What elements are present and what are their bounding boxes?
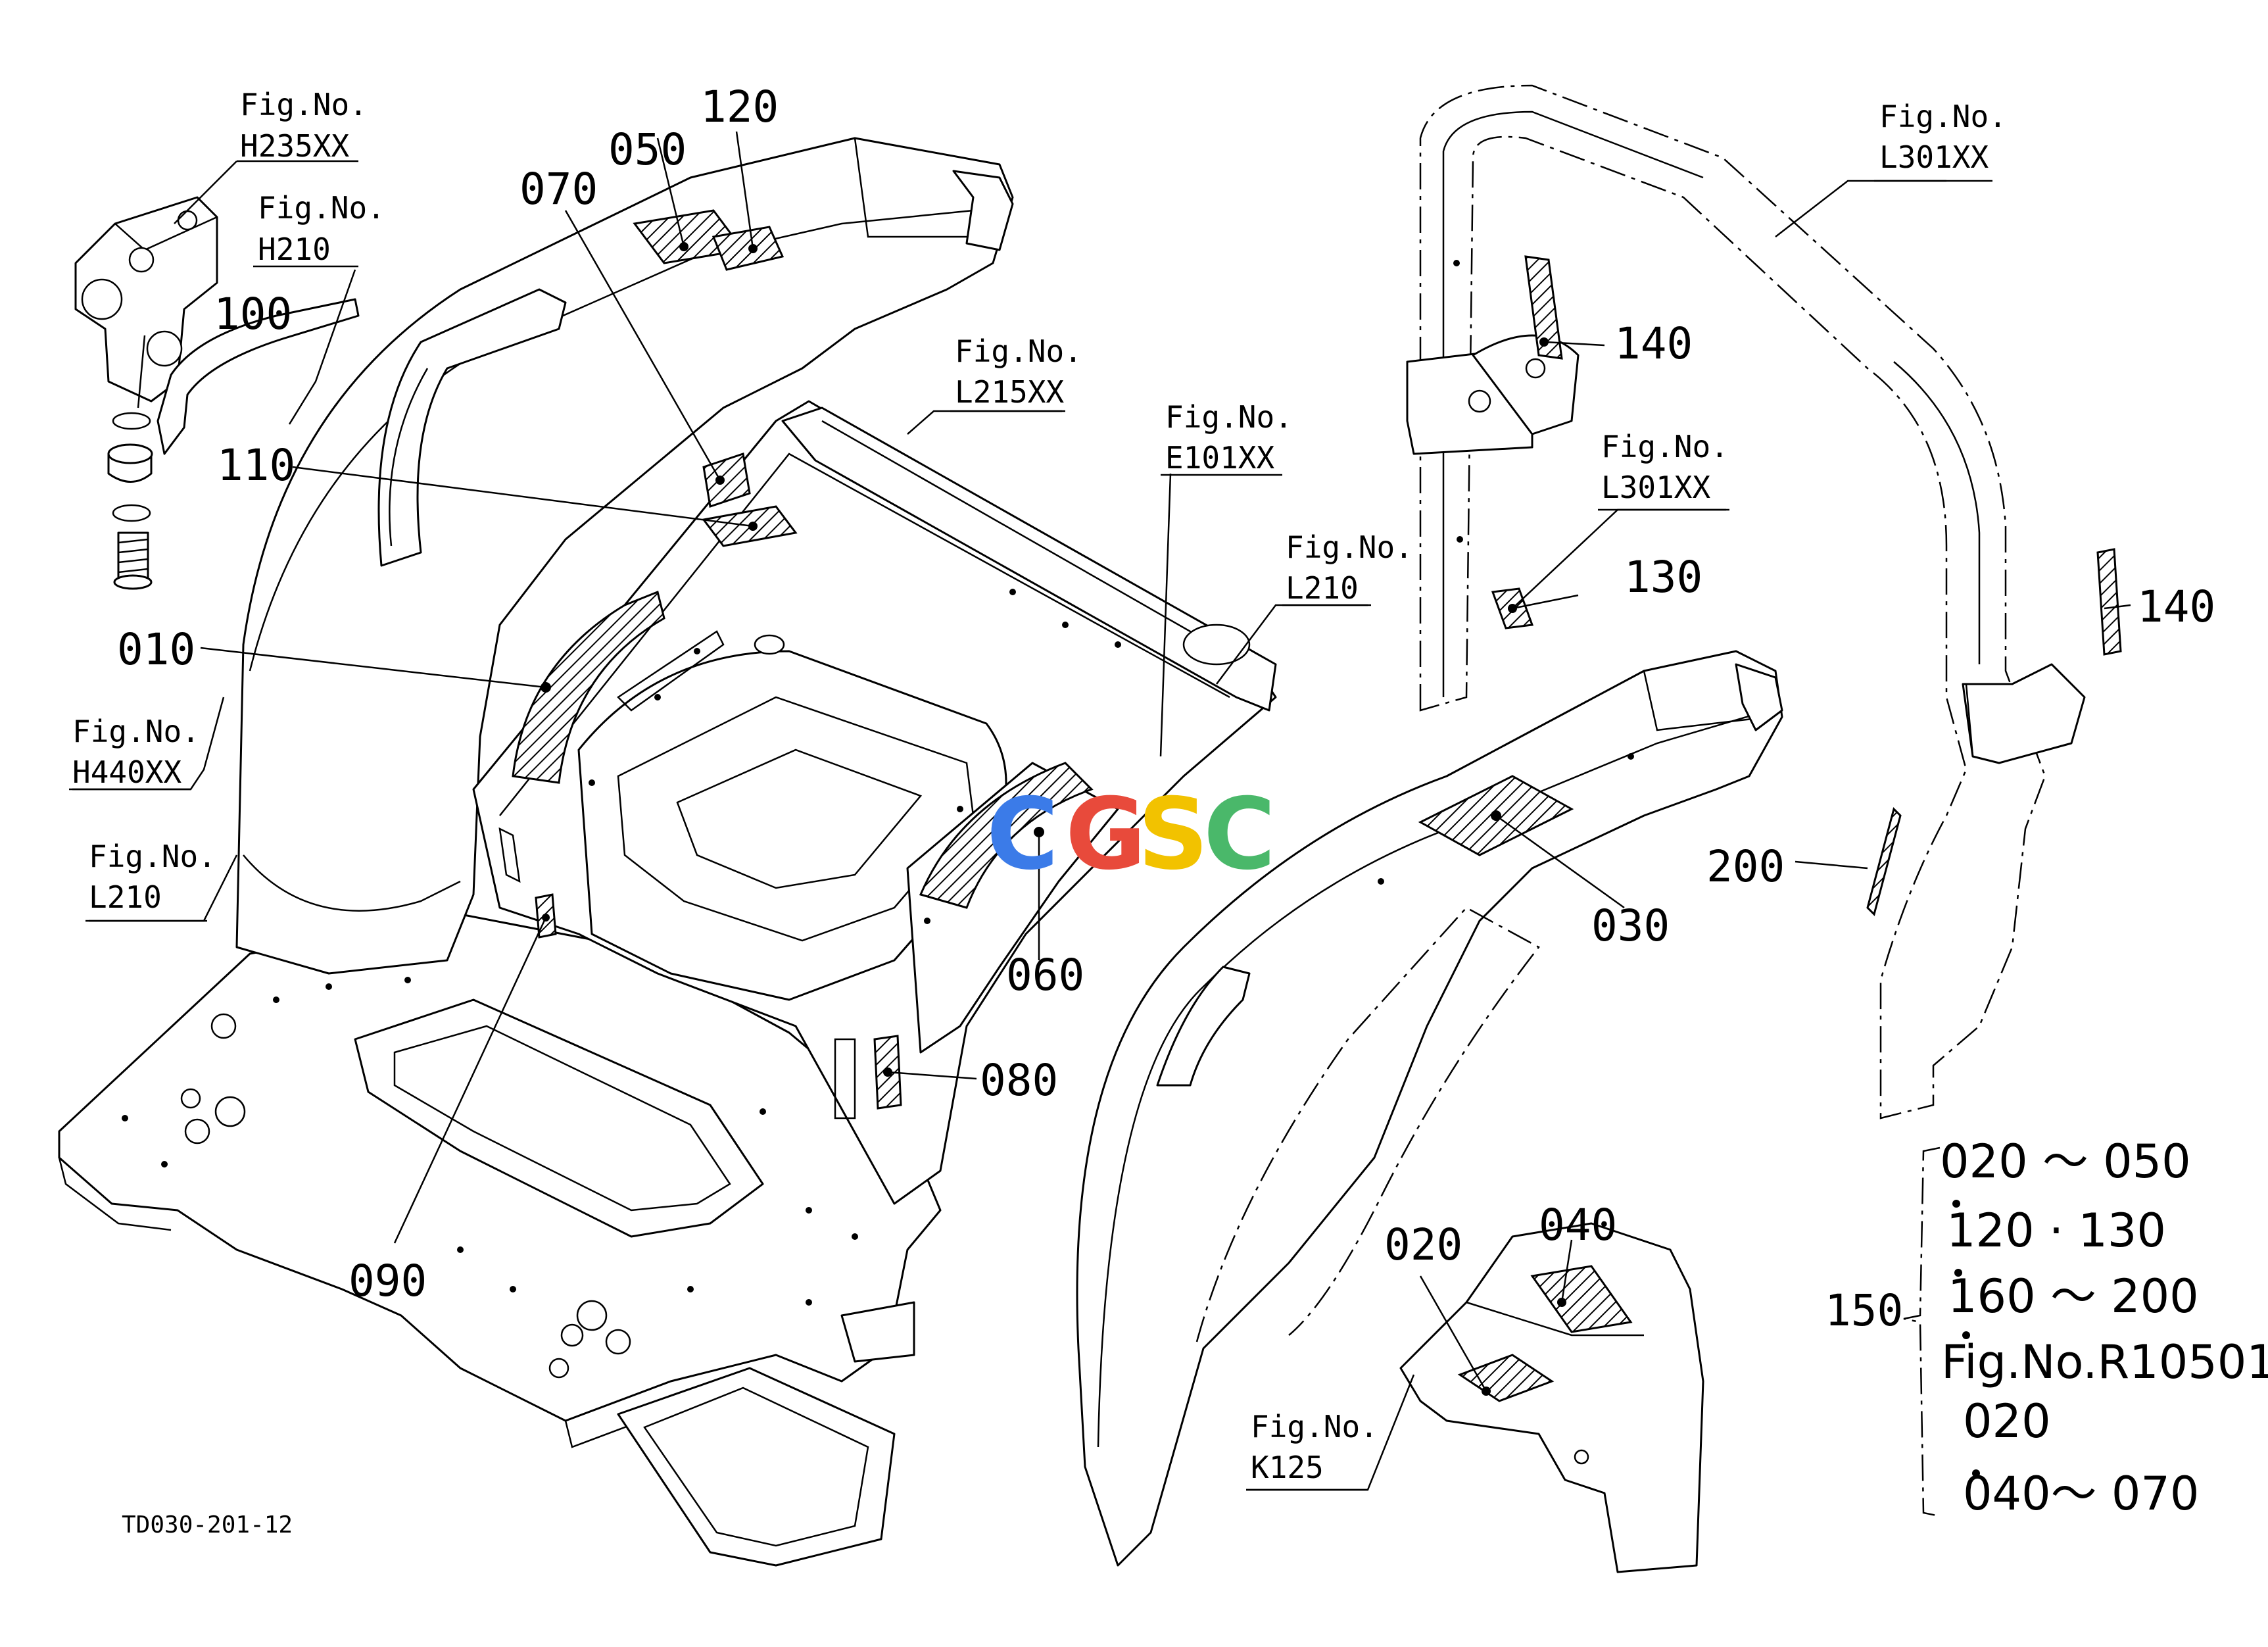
callout-140-upper: 140: [1614, 318, 1693, 369]
step-decals-left: [512, 453, 1094, 1110]
callout-070: 070: [519, 164, 598, 214]
svg-text:Fig.No.: Fig.No.: [72, 714, 200, 749]
fig-ref-l210-left: Fig.No. L210: [85, 839, 216, 922]
svg-text:H210: H210: [258, 232, 331, 267]
fig-ref-e101xx: Fig.No. E101XX: [1161, 399, 1293, 476]
callout-150: 150: [1825, 1285, 1903, 1336]
svg-text:E101XX: E101XX: [1165, 440, 1274, 476]
callout-090: 090: [349, 1256, 427, 1306]
svg-text:L210: L210: [1286, 570, 1359, 606]
callout-060: 060: [1006, 950, 1084, 1000]
watermark-letter-1: C: [986, 777, 1059, 892]
callout-labels: 010 020 030 040 050 060 070 080 090 100 …: [117, 82, 2215, 1336]
fig-ref-h210: Fig.No. H210: [253, 190, 385, 268]
fig-ref-l210-right: Fig.No. L210: [1282, 529, 1413, 606]
left-fender: [235, 137, 1014, 975]
callout-140-lower: 140: [2137, 581, 2215, 632]
callout-010: 010: [117, 624, 195, 675]
svg-text:H235XX: H235XX: [240, 128, 349, 164]
svg-text:L215XX: L215XX: [955, 374, 1064, 410]
set-note-line-1: 020 ～ 050: [1940, 1135, 2191, 1189]
fig-ref-l301xx-upper: Fig.No. L301XX: [1874, 99, 2007, 182]
callout-020: 020: [1384, 1219, 1462, 1270]
callout-050: 050: [608, 124, 687, 175]
svg-text:Fig.No.: Fig.No.: [258, 190, 385, 226]
set-note-line-5: 020: [1963, 1394, 2051, 1448]
callout-030: 030: [1591, 900, 1670, 951]
decal-070: [702, 453, 751, 508]
set-note-line-6: 040～ 070: [1963, 1467, 2199, 1521]
decal-200: [1866, 807, 1902, 916]
callout-080: 080: [980, 1055, 1058, 1106]
callout-200: 200: [1706, 841, 1785, 892]
svg-text:L301XX: L301XX: [1601, 470, 1710, 505]
fig-ref-l215xx: Fig.No. L215XX: [950, 333, 1082, 412]
watermark: C G S C: [986, 777, 1276, 892]
set-note-bracket: [1903, 1146, 1941, 1517]
decal-040: [1530, 1265, 1633, 1333]
set-note-line-3: 160 ～ 200: [1948, 1269, 2199, 1323]
callout-110: 110: [217, 440, 295, 491]
callout-100: 100: [214, 289, 292, 339]
drawing-id: TD030-201-12: [122, 1512, 293, 1538]
svg-text:Fig.No.: Fig.No.: [1286, 529, 1413, 565]
watermark-letter-4: C: [1203, 777, 1276, 892]
svg-text:Fig.No.: Fig.No.: [1165, 399, 1293, 435]
decal-010: [512, 590, 665, 784]
callout-120: 120: [700, 82, 779, 132]
watermark-letter-2: G: [1065, 777, 1146, 892]
svg-text:Fig.No.: Fig.No.: [955, 333, 1082, 369]
svg-text:Fig.No.: Fig.No.: [1251, 1409, 1378, 1444]
callout-130: 130: [1624, 552, 1702, 602]
fig-ref-h235xx: Fig.No. H235XX: [237, 87, 368, 164]
svg-text:Fig.No.: Fig.No.: [1601, 429, 1729, 464]
decal-140a: [1524, 255, 1563, 360]
step-box: [1399, 1222, 1704, 1573]
fig-references: Fig.No. H235XX Fig.No. H210 Fig.No. L215…: [69, 87, 2007, 1491]
center-frame: [472, 400, 1277, 1205]
set-note: 020 ～ 050 120 · 130 160 ～ 200 Fig.No.R10…: [1940, 1135, 2268, 1521]
svg-text:L210: L210: [89, 879, 162, 915]
svg-text:L301XX: L301XX: [1879, 139, 1989, 175]
decal-140b: [2096, 548, 2122, 656]
svg-text:Fig.No.: Fig.No.: [1879, 99, 2007, 134]
svg-text:Fig.No.: Fig.No.: [89, 839, 216, 874]
rops-frame: [1406, 84, 2122, 1119]
fig-ref-h440xx: Fig.No. H440XX: [69, 714, 200, 791]
svg-text:Fig.No.: Fig.No.: [240, 87, 368, 122]
fig-ref-l301xx-lower: Fig.No. L301XX: [1598, 429, 1729, 511]
svg-text:H440XX: H440XX: [72, 754, 181, 790]
callout-040: 040: [1539, 1200, 1617, 1250]
decal-060: [919, 762, 1094, 909]
svg-text:K125: K125: [1251, 1450, 1324, 1485]
floor-platform: [58, 913, 942, 1567]
fig-ref-k125: Fig.No. K125: [1246, 1409, 1378, 1491]
set-note-line-4: Fig.No.R10501: [1941, 1335, 2268, 1389]
set-note-line-2: 120 · 130: [1946, 1204, 2166, 1258]
watermark-letter-3: S: [1138, 777, 1209, 892]
